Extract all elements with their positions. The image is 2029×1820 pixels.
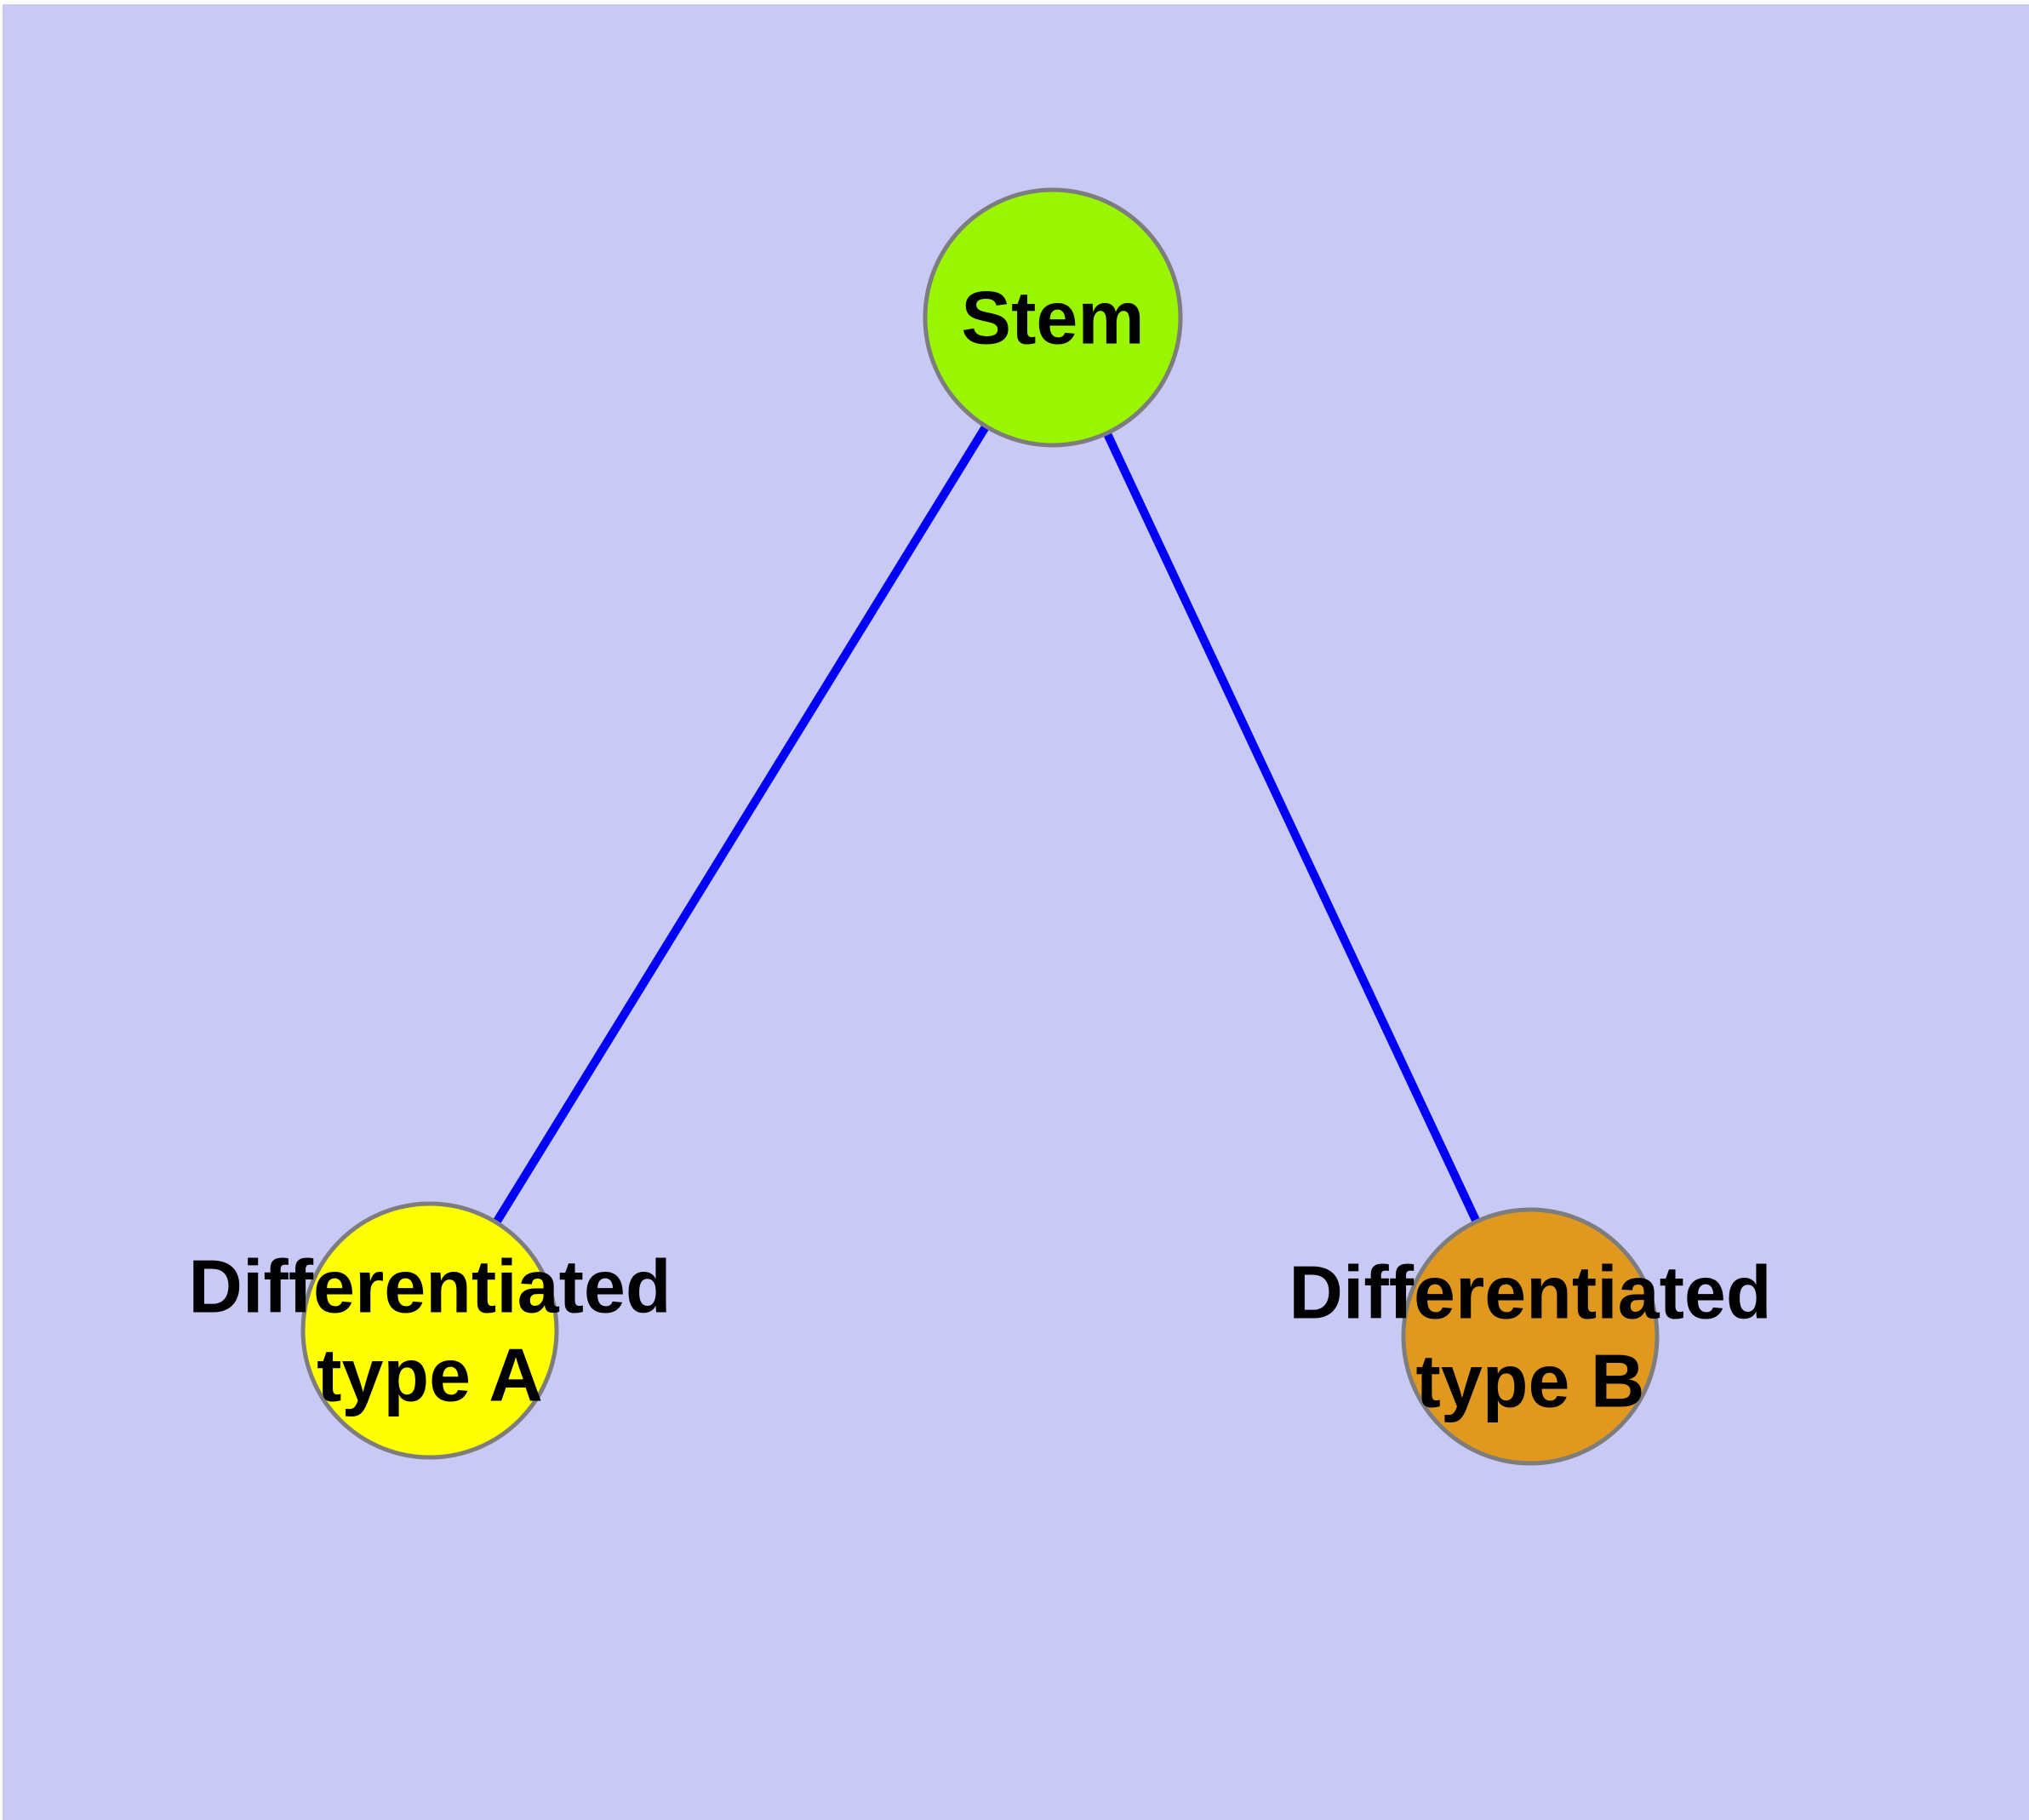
- node-type-a-label-line2: type A: [317, 1333, 543, 1417]
- node-differentiated-type-b: [1401, 1207, 1660, 1466]
- node-differentiated-type-a: [300, 1201, 559, 1460]
- edge-stem-to-type-b: [1049, 315, 1535, 1339]
- edge-stem-to-type-a: [426, 315, 1057, 1333]
- node-stem: [923, 187, 1183, 448]
- node-type-a-label-line1: Differentiated: [188, 1245, 671, 1329]
- node-stem-label: Stem: [961, 276, 1144, 360]
- node-type-b-label-line2: type B: [1416, 1339, 1645, 1423]
- node-type-b-label-line1: Differentiated: [1289, 1251, 1771, 1335]
